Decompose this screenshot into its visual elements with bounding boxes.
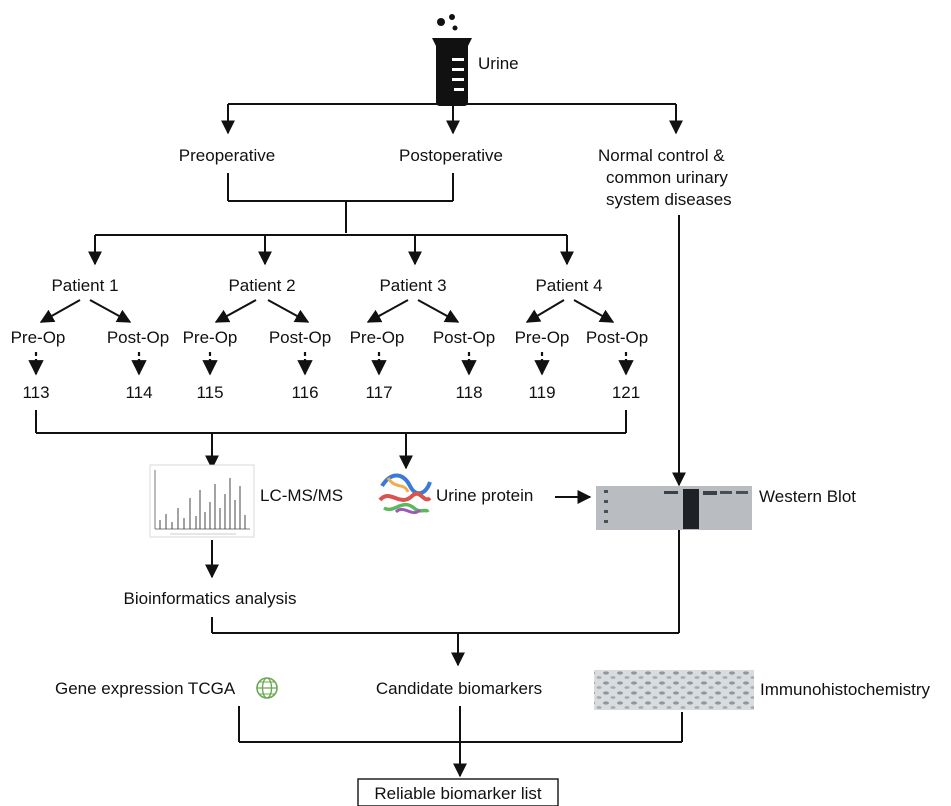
western-blot-label: Western Blot	[759, 487, 856, 506]
sample-121: 121	[612, 383, 640, 402]
sample-116: 116	[291, 383, 318, 402]
patient-1-label: Patient 1	[51, 276, 118, 295]
patient-2-label: Patient 2	[228, 276, 295, 295]
p4-post-label: Post-Op	[586, 328, 648, 347]
merge-connector	[88, 173, 574, 266]
patient-split-arrows	[39, 299, 615, 323]
final-list-box	[357, 778, 559, 806]
ihc-tissue-image	[594, 670, 754, 710]
sample-118: 118	[455, 383, 482, 402]
urine-label: Urine	[478, 54, 519, 73]
samples-merge-connector	[35, 410, 627, 470]
lcms-label: LC-MS/MS	[260, 486, 343, 505]
globe-icon	[256, 677, 278, 699]
control-label-line3: system diseases	[606, 190, 732, 209]
sample-119: 119	[528, 383, 555, 402]
preoperative-label: Preoperative	[179, 146, 275, 165]
protein-structure-icon	[378, 473, 432, 515]
p1-pre-label: Pre-Op	[11, 328, 66, 347]
p3-post-label: Post-Op	[433, 328, 495, 347]
western-blot-image	[596, 486, 752, 530]
top-split-connector	[221, 82, 683, 135]
postoperative-label: Postoperative	[399, 146, 503, 165]
final-merge-connector	[238, 706, 683, 778]
patient-4-label: Patient 4	[535, 276, 602, 295]
control-label-line2: common urinary	[606, 168, 728, 187]
p1-post-label: Post-Op	[107, 328, 169, 347]
sample-114: 114	[125, 383, 152, 402]
ihc-label: Immunohistochemistry	[760, 680, 931, 699]
reliable-biomarker-list-label: Reliable biomarker list	[374, 784, 542, 803]
p3-pre-label: Pre-Op	[350, 328, 405, 347]
spectrum-image	[149, 464, 255, 538]
bioinformatics-label: Bioinformatics analysis	[124, 589, 297, 608]
candidate-biomarkers-label: Candidate biomarkers	[376, 679, 542, 698]
sample-115: 115	[196, 383, 223, 402]
p4-pre-label: Pre-Op	[515, 328, 570, 347]
sample-117: 117	[365, 383, 392, 402]
beaker-icon	[432, 14, 472, 106]
control-label-line1: Normal control &	[598, 146, 725, 165]
p2-pre-label: Pre-Op	[183, 328, 238, 347]
candidate-merge-connector	[211, 530, 680, 667]
tcga-label: Gene expression TCGA	[55, 679, 236, 698]
p2-post-label: Post-Op	[269, 328, 331, 347]
urine-protein-label: Urine protein	[436, 486, 533, 505]
sample-113: 113	[22, 383, 49, 402]
patient-3-label: Patient 3	[379, 276, 446, 295]
sample-dashed-arrows	[28, 352, 634, 376]
